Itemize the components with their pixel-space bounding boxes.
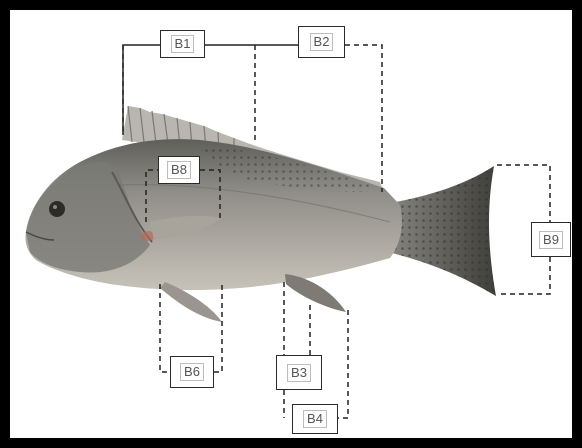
label-b1-text: B1 <box>171 35 195 53</box>
label-b4-text: B4 <box>303 410 327 428</box>
label-b3-text: B3 <box>287 364 311 382</box>
label-b2-text: B2 <box>310 33 334 51</box>
fish-eye <box>49 201 65 217</box>
label-b6-text: B6 <box>180 363 204 381</box>
label-b9-text: B9 <box>539 231 563 249</box>
anal-fin <box>285 274 346 312</box>
label-b1: B1 <box>160 30 205 58</box>
label-b8: B8 <box>158 156 200 184</box>
label-b9: B9 <box>531 222 571 257</box>
label-b4: B4 <box>292 404 338 434</box>
label-b2: B2 <box>298 26 345 58</box>
fish-image <box>25 106 496 322</box>
label-b6: B6 <box>170 356 214 388</box>
label-b3: B3 <box>276 355 322 390</box>
label-b8-text: B8 <box>167 161 191 179</box>
